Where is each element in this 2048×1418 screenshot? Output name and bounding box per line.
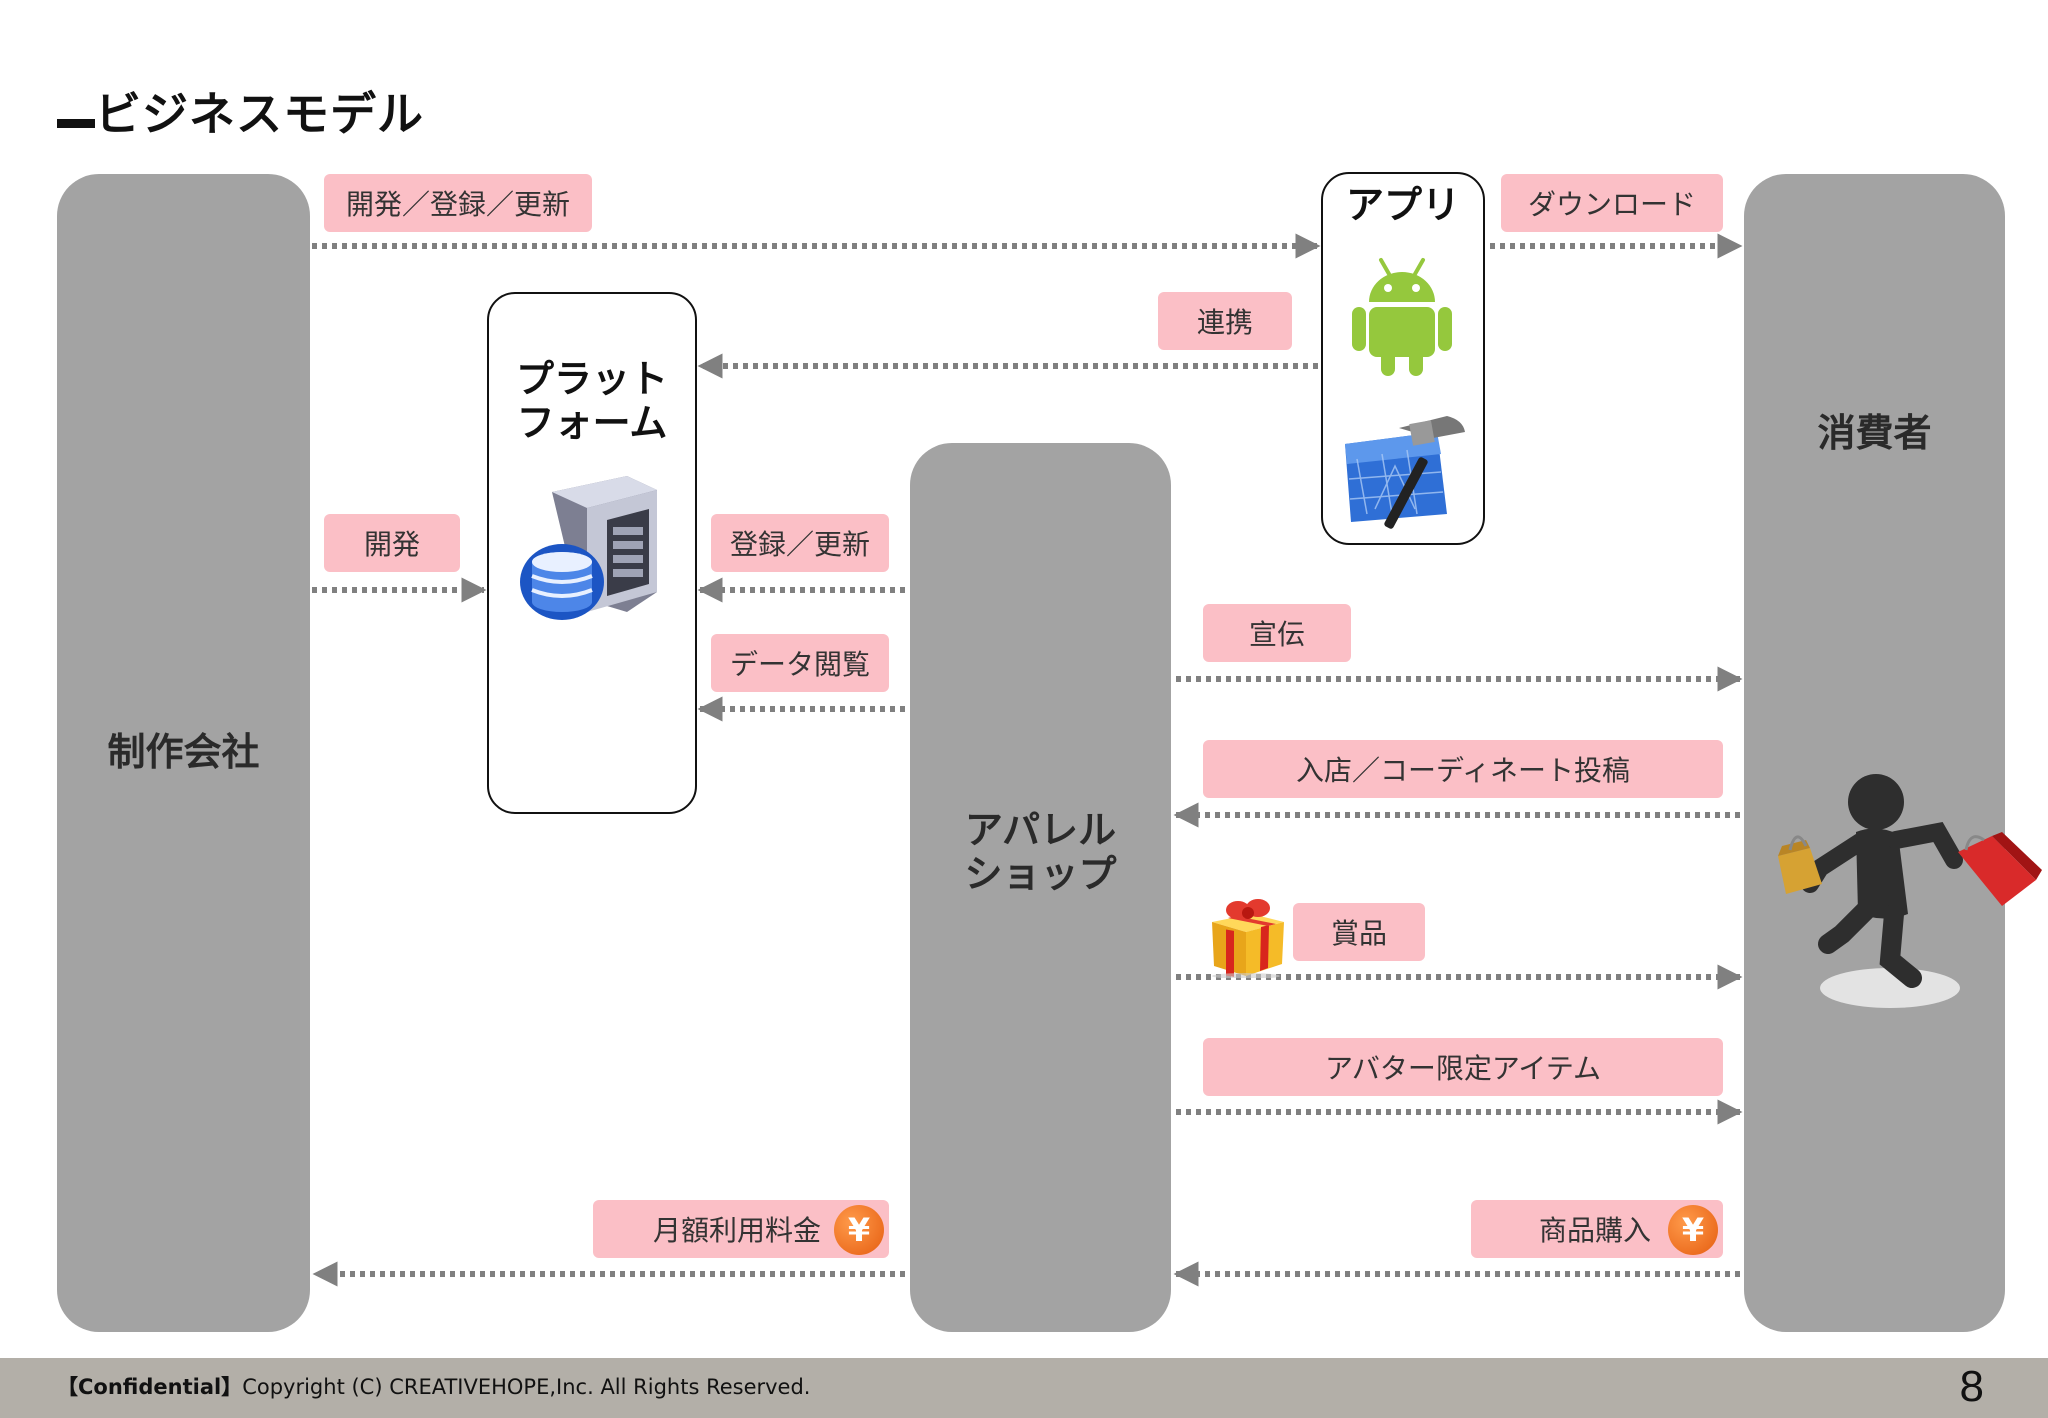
title-accent-bar <box>57 119 95 128</box>
yen-coin-icon: ¥ <box>834 1205 884 1255</box>
tag-link: 連携 <box>1158 292 1292 350</box>
shopper-figure-icon <box>1778 774 2042 1008</box>
tag-store-coordinate: 入店／コーディネート投稿 <box>1203 740 1723 798</box>
tag-avatar-items: アバター限定アイテム <box>1203 1038 1723 1096</box>
tag-advertise: 宣伝 <box>1203 604 1351 662</box>
tag-download: ダウンロード <box>1501 174 1723 232</box>
tag-data-view: データ閲覧 <box>711 634 889 692</box>
consumer-column: 消費者 <box>1744 174 2005 1332</box>
platform-label: プラット フォーム <box>515 357 668 445</box>
tag-prize: 賞品 <box>1293 903 1425 961</box>
yen-coin-icon: ¥ <box>1668 1205 1718 1255</box>
page-title: ビジネスモデル <box>95 87 424 141</box>
apparel-column: アパレル ショップ <box>910 443 1171 1332</box>
producer-label: 制作会社 <box>107 730 260 775</box>
tag-register-update: 登録／更新 <box>711 514 889 572</box>
tag-dev-register-update: 開発／登録／更新 <box>324 174 592 232</box>
tag-monthly-fee-label: 月額利用料金 <box>653 1214 822 1247</box>
footer-confidential: 【Confidential】 <box>57 1375 243 1399</box>
gift-box-icon <box>1212 899 1284 978</box>
xcode-hammer-icon <box>1345 416 1465 529</box>
app-label: アプリ <box>1345 183 1460 227</box>
tag-develop: 開発 <box>324 514 460 572</box>
apparel-label: アパレル ショップ <box>964 807 1117 896</box>
platform-box: プラット フォーム <box>487 292 697 814</box>
android-icon <box>1352 258 1452 376</box>
page-number: 8 <box>1959 1362 1984 1411</box>
consumer-label: 消費者 <box>1817 411 1932 455</box>
footer-copyright-text: Copyright (C) CREATIVEHOPE,Inc. All Righ… <box>242 1375 811 1399</box>
footer-bar <box>0 1358 2048 1418</box>
app-box: アプリ <box>1321 172 1485 545</box>
server-database-icon <box>520 476 657 620</box>
tag-purchase-label: 商品購入 <box>1539 1214 1652 1247</box>
footer-copyright: 【Confidential】Copyright (C) CREATIVEHOPE… <box>57 1371 810 1401</box>
producer-column: 制作会社 <box>57 174 310 1332</box>
